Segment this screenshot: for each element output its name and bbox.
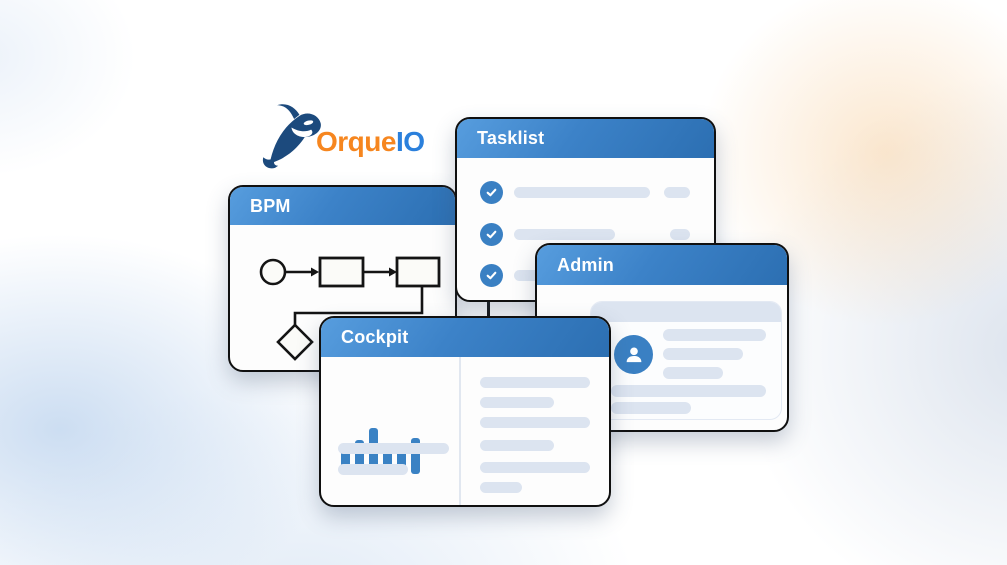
profile-line-placeholder: [663, 329, 766, 341]
task-text-placeholder: [514, 229, 615, 240]
tasklist-card-title: Tasklist: [477, 128, 545, 148]
profile-line-placeholder: [611, 402, 691, 414]
task-badge-placeholder: [670, 229, 690, 240]
chart-bar: [411, 438, 420, 474]
report-line-placeholder: [480, 462, 590, 473]
chart-bar: [341, 451, 350, 474]
bpm-card-title: BPM: [250, 195, 291, 216]
user-profile-panel: [590, 301, 782, 420]
task-text-placeholder: [514, 187, 650, 198]
cockpit-bar-chart: [341, 368, 453, 474]
column-divider: [459, 357, 461, 505]
chart-bar: [383, 450, 392, 474]
logo-wordmark: OrqueIO: [316, 126, 425, 158]
tasklist-card-header: Tasklist: [457, 119, 714, 158]
check-icon: [480, 181, 503, 204]
profile-line-placeholder: [663, 348, 743, 360]
logo-text-secondary: IO: [395, 126, 425, 157]
profile-line-placeholder: [663, 367, 723, 379]
logo-text-primary: Orque: [316, 126, 396, 157]
bpmn-task-2: [395, 256, 441, 288]
caption-placeholder: [338, 443, 449, 454]
panel-header-placeholder: [591, 302, 781, 322]
report-line-placeholder: [480, 440, 554, 451]
connector-line: [487, 294, 490, 320]
profile-line-placeholder: [611, 385, 766, 397]
admin-card-header: Admin: [537, 245, 787, 285]
task-badge-placeholder: [664, 187, 690, 198]
user-avatar-icon: [614, 335, 653, 374]
cockpit-card-header: Cockpit: [321, 318, 609, 357]
bpmn-gateway: [276, 323, 314, 361]
orca-icon: [258, 102, 326, 170]
admin-card-title: Admin: [557, 254, 614, 275]
report-line-placeholder: [480, 482, 522, 493]
bpmn-start-event: [259, 258, 287, 286]
bpmn-task-1: [318, 256, 365, 288]
logo-group: OrqueIO: [258, 100, 438, 170]
check-icon: [480, 223, 503, 246]
chart-bar: [397, 443, 406, 474]
bpm-card-header: BPM: [230, 187, 455, 225]
report-line-placeholder: [480, 417, 590, 428]
bpmn-diagram: [230, 187, 455, 370]
cockpit-card-title: Cockpit: [341, 327, 409, 347]
check-icon: [480, 264, 503, 287]
report-line-placeholder: [480, 397, 554, 408]
caption-placeholder: [338, 464, 408, 475]
chart-bar: [355, 440, 364, 474]
cockpit-card: Cockpit: [319, 316, 611, 507]
report-line-placeholder: [480, 377, 590, 388]
